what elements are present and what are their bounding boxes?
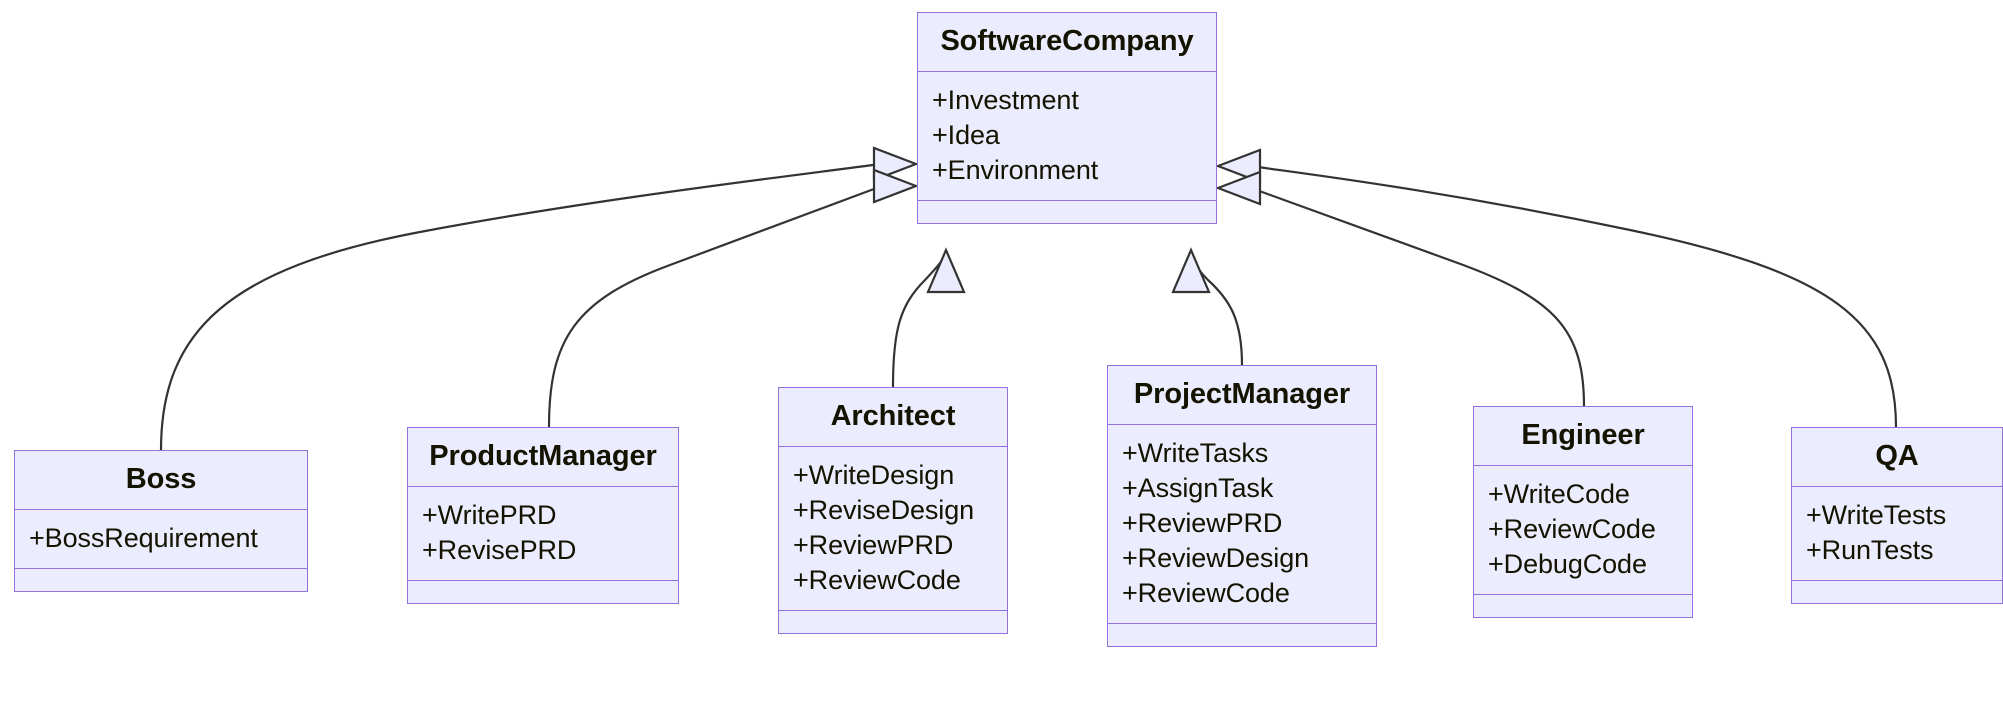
class-attribute: +WriteCode xyxy=(1488,479,1630,509)
class-title-engineer: Engineer xyxy=(1521,419,1645,451)
class-divider xyxy=(1792,580,2002,582)
class-divider xyxy=(918,200,1216,202)
class-attributes-qa: +WriteTests +RunTests xyxy=(1792,487,2002,580)
class-attribute: +Investment xyxy=(932,85,1079,115)
class-attribute: +ReviewPRD xyxy=(1122,508,1283,539)
class-divider xyxy=(408,486,678,487)
inheritance-arrowhead-projectmanager xyxy=(1171,247,1211,294)
class-methods-projectmanager xyxy=(1108,624,1376,646)
class-attributes-boss: +BossRequirement xyxy=(15,510,307,568)
class-attribute: +ReviewDesign xyxy=(1122,543,1310,574)
class-divider xyxy=(918,71,1216,72)
class-title-boss: Boss xyxy=(125,463,197,495)
class-methods-boss xyxy=(15,569,307,591)
class-attribute: +BossRequirement xyxy=(29,523,258,553)
inheritance-arrowhead-architect xyxy=(926,247,966,294)
class-attributes-productmanager: +WritePRD +RevisePRD xyxy=(408,487,678,580)
class-node-boss[interactable]: Boss +BossRequirement xyxy=(14,450,308,593)
class-node-productmanager[interactable]: ProductManager +WritePRD +RevisePRD xyxy=(407,427,679,605)
inheritance-arrowhead-qa xyxy=(1214,148,1262,184)
class-node-projectmanager[interactable]: ProjectManager +WriteTasks +AssignTask +… xyxy=(1107,365,1377,648)
class-attributes-architect: +WriteDesign +ReviseDesign +ReviewPRD +R… xyxy=(779,447,1007,610)
class-node-architect[interactable]: Architect +WriteDesign +ReviseDesign +Re… xyxy=(778,387,1008,635)
class-divider xyxy=(779,610,1007,612)
edge-projectmanager-to-softwarecompany xyxy=(1189,249,1244,366)
class-divider xyxy=(408,580,678,582)
class-title-productmanager: ProductManager xyxy=(429,440,657,472)
class-attribute: +ReviseDesign xyxy=(793,495,975,526)
class-divider xyxy=(1474,594,1692,596)
class-divider xyxy=(1474,465,1692,466)
inheritance-arrowhead-engineer xyxy=(1214,170,1262,206)
class-methods-productmanager xyxy=(408,581,678,603)
class-attribute: +ReviewCode xyxy=(1122,578,1290,609)
class-attribute: +ReviewCode xyxy=(793,565,961,596)
class-attribute: +WriteTasks xyxy=(1122,438,1269,468)
class-title-qa: QA xyxy=(1875,440,1919,472)
class-attributes-projectmanager: +WriteTasks +AssignTask +ReviewPRD +Revi… xyxy=(1108,425,1376,623)
class-divider xyxy=(1108,623,1376,625)
class-attributes-engineer: +WriteCode +ReviewCode +DebugCode xyxy=(1474,466,1692,594)
class-methods-architect xyxy=(779,611,1007,633)
class-title-projectmanager: ProjectManager xyxy=(1133,378,1351,410)
inheritance-arrowhead-boss xyxy=(872,146,920,182)
class-divider xyxy=(779,446,1007,447)
edge-architect-to-softwarecompany xyxy=(891,249,948,388)
class-methods-qa xyxy=(1792,581,2002,603)
class-divider xyxy=(15,568,307,570)
class-attribute: +RevisePRD xyxy=(422,535,577,566)
edge-boss-to-softwarecompany xyxy=(159,162,881,451)
class-attribute: +ReviewCode xyxy=(1488,514,1656,545)
class-divider xyxy=(15,509,307,510)
inheritance-arrowhead-productmanager xyxy=(872,168,920,204)
class-title-softwarecompany: SoftwareCompany xyxy=(940,25,1194,57)
class-node-qa[interactable]: QA +WriteTests +RunTests xyxy=(1791,427,2003,605)
class-divider xyxy=(1792,486,2002,487)
class-methods-softwarecompany xyxy=(918,201,1216,223)
class-divider xyxy=(1108,424,1376,425)
class-attribute: +AssignTask xyxy=(1122,473,1274,504)
class-attribute: +RunTests xyxy=(1806,535,1934,566)
class-attribute: +DebugCode xyxy=(1488,549,1647,580)
class-attribute: +Environment xyxy=(932,155,1099,186)
class-attribute: +ReviewPRD xyxy=(793,530,954,561)
class-attribute: +WriteTests xyxy=(1806,500,1947,530)
class-node-softwarecompany[interactable]: SoftwareCompany +Investment +Idea +Envir… xyxy=(917,12,1217,225)
class-attribute: +Idea xyxy=(932,120,1000,151)
class-title-architect: Architect xyxy=(830,400,956,432)
class-attribute: +WriteDesign xyxy=(793,460,955,490)
class-attributes-softwarecompany: +Investment +Idea +Environment xyxy=(918,72,1216,200)
class-methods-engineer xyxy=(1474,595,1692,617)
class-attribute: +WritePRD xyxy=(422,500,557,530)
class-node-engineer[interactable]: Engineer +WriteCode +ReviewCode +DebugCo… xyxy=(1473,406,1693,619)
